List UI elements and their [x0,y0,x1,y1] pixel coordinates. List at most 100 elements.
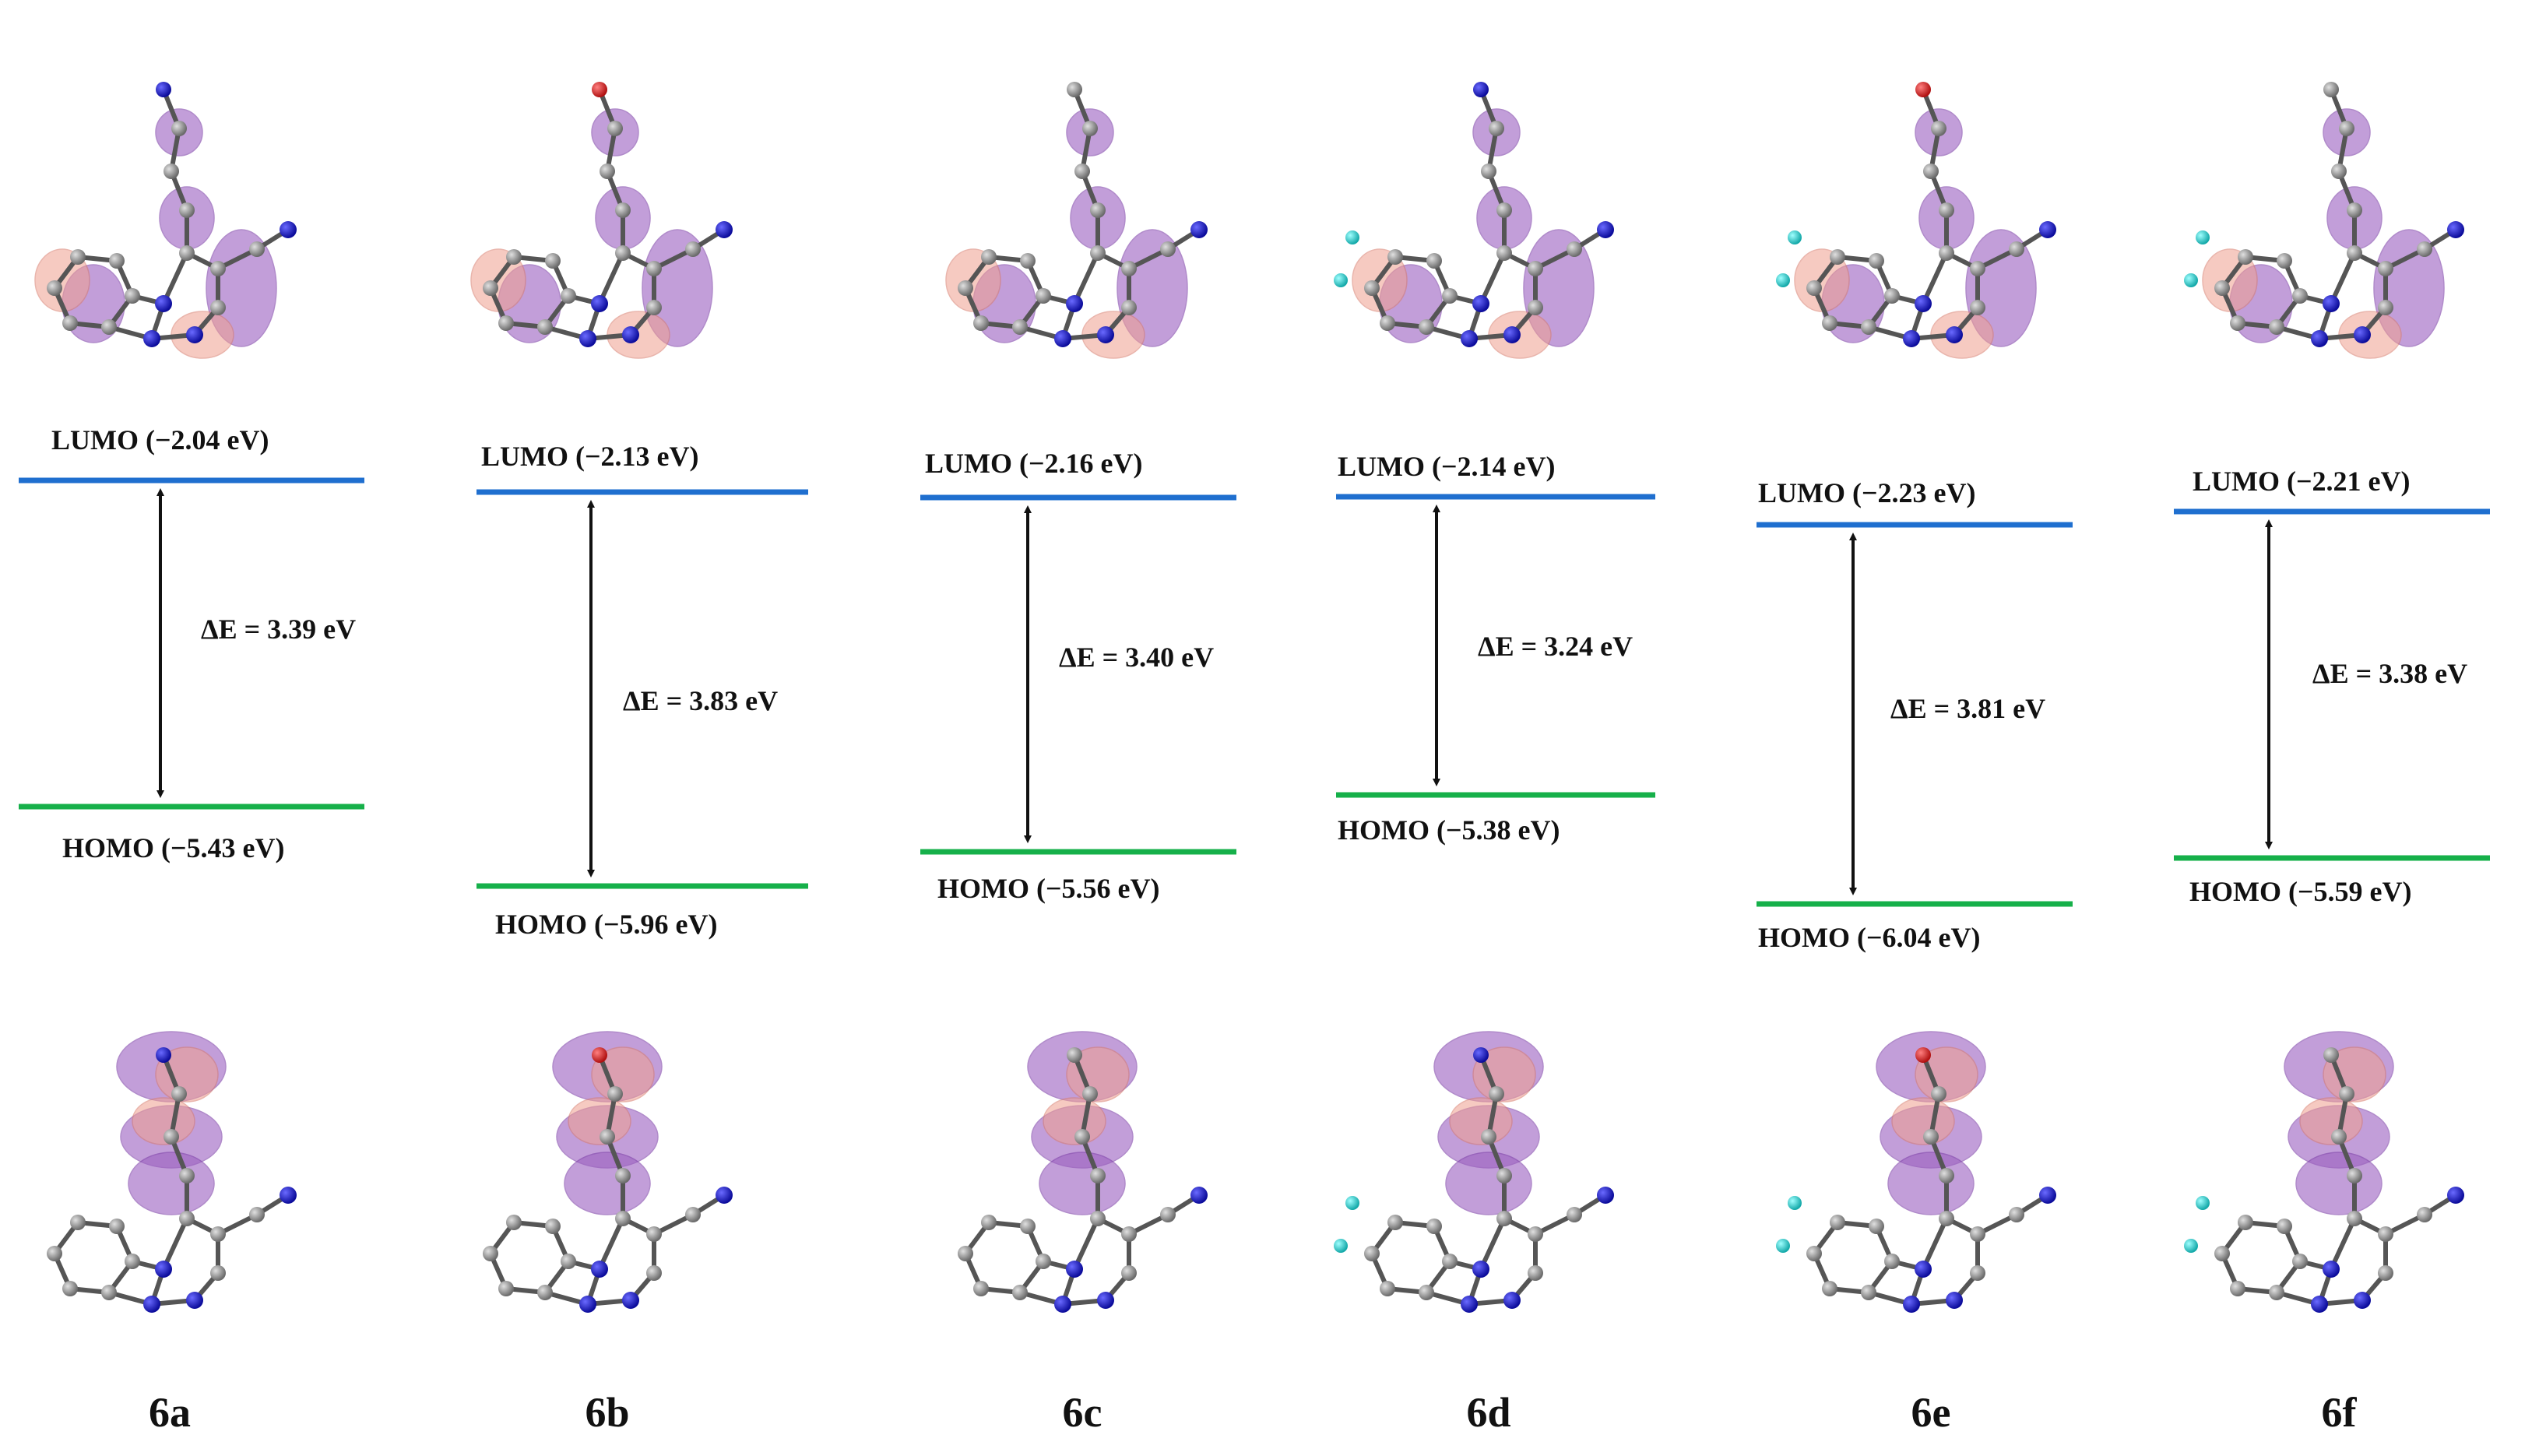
bond [2329,251,2357,306]
chain-atom [179,1168,195,1183]
carbon-atom [2277,1219,2292,1234]
carbon-atom [125,1254,140,1269]
compound-label-6a: 6a [149,1389,191,1436]
carbon-atom [1387,249,1403,265]
nitrogen-atom [1472,1261,1489,1278]
orbital-lobe [1449,1097,1513,1145]
carbon-atom [210,1265,226,1281]
carbon-atom [2238,1215,2253,1230]
carbon-atom [1426,1219,1442,1234]
nitrogen-atom [2039,221,2056,238]
nitrogen-atom [1097,1292,1114,1309]
carbon-atom [249,241,265,257]
orbital-lobe [568,1097,631,1145]
orbital-lobe [564,1152,651,1215]
carbon-atom [1830,1215,1845,1230]
carbon-atom [210,300,226,315]
fluorine-atom [1788,1196,1802,1210]
chain-atom [607,121,623,136]
gap-label-6f: ΔE = 3.38 eV [2312,658,2467,689]
chain-atom [2323,1047,2339,1063]
nitrogen-atom [579,330,596,347]
compound-6d: LUMO (−2.14 eV) HOMO (−5.38 eV) ΔE = 3.2… [1336,451,1655,1436]
gap-label-6b: ΔE = 3.83 eV [623,685,778,716]
carbon-atom [62,1281,78,1296]
chain-atom [1082,121,1098,136]
bond [161,1216,189,1271]
carbon-atom [2378,261,2393,276]
homo-label-6b: HOMO (−5.96 eV) [495,909,717,940]
carbon-atom [1884,1254,1900,1269]
chain-atom [2347,202,2362,218]
carbon-atom [179,1211,195,1226]
carbon-atom [1496,245,1512,261]
orbital-lobe [1066,1046,1130,1103]
nitrogen-atom [280,221,297,238]
carbon-atom [2378,1226,2393,1242]
carbon-atom [1861,1285,1876,1300]
carbon-atom [498,315,514,331]
carbon-atom [210,261,226,276]
compound-label-6d: 6d [1466,1389,1510,1436]
nitrogen-atom [591,1261,608,1278]
carbon-atom [981,249,997,265]
nitrogen-atom [2354,326,2371,343]
carbon-atom [109,1219,125,1234]
fluorine-atom [2196,230,2210,244]
nitrogen-atom [1066,1261,1083,1278]
bond [2329,1216,2357,1271]
carbon-atom [47,280,62,296]
carbon-atom [1442,288,1458,304]
fluorine-atom [2184,273,2198,287]
carbon-atom [1970,1265,1985,1281]
homo-molecule-6a [47,1031,297,1313]
carbon-atom [2292,288,2308,304]
carbon-atom [210,1226,226,1242]
carbon-atom [1160,241,1176,257]
lumo-molecule-6f [2184,82,2464,359]
chain-atom [1915,1047,1931,1063]
carbon-atom [47,1246,62,1261]
carbon-atom [70,249,86,265]
carbon-atom [1419,1285,1434,1300]
chain-atom [2339,121,2354,136]
orbital-lobe [1472,1046,1536,1103]
fluorine-atom [1345,1196,1359,1210]
chain-atom [2331,164,2347,179]
orbital-lobe [1887,1152,1975,1215]
chain-atom [1496,202,1512,218]
gap-label-6d: ΔE = 3.24 eV [1478,631,1633,662]
chain-atom [179,202,195,218]
carbon-atom [1806,1246,1822,1261]
carbon-atom [1528,1265,1543,1281]
chain-atom [2339,1086,2354,1102]
nitrogen-atom [143,1296,160,1313]
carbon-atom [179,245,195,261]
carbon-atom [1884,288,1900,304]
chain-atom [1067,1047,1082,1063]
carbon-atom [498,1281,514,1296]
chain-atom [2331,1129,2347,1145]
carbon-atom [1090,1211,1106,1226]
carbon-atom [2269,1285,2284,1300]
carbon-atom [1036,288,1051,304]
nitrogen-atom [1503,1292,1521,1309]
lumo-label-6e: LUMO (−2.23 eV) [1758,477,1975,508]
compound-6a: LUMO (−2.04 eV) HOMO (−5.43 eV) ΔE = 3.3… [19,424,364,1436]
carbon-atom [2378,1265,2393,1281]
carbon-atom [2009,1207,2024,1222]
chain-atom [1090,202,1106,218]
bond [1921,251,1949,306]
fluorine-atom [1776,273,1790,287]
chain-atom [1082,1086,1098,1102]
carbon-atom [958,1246,973,1261]
nitrogen-atom [1190,221,1208,238]
nitrogen-atom [1597,1187,1614,1204]
carbon-atom [1036,1254,1051,1269]
homo-label-6d: HOMO (−5.38 eV) [1338,814,1560,846]
carbon-atom [615,1211,631,1226]
chain-atom [156,1047,171,1063]
orbital-lobe [2295,1152,2383,1215]
carbon-atom [1387,1215,1403,1230]
carbon-atom [1380,315,1395,331]
